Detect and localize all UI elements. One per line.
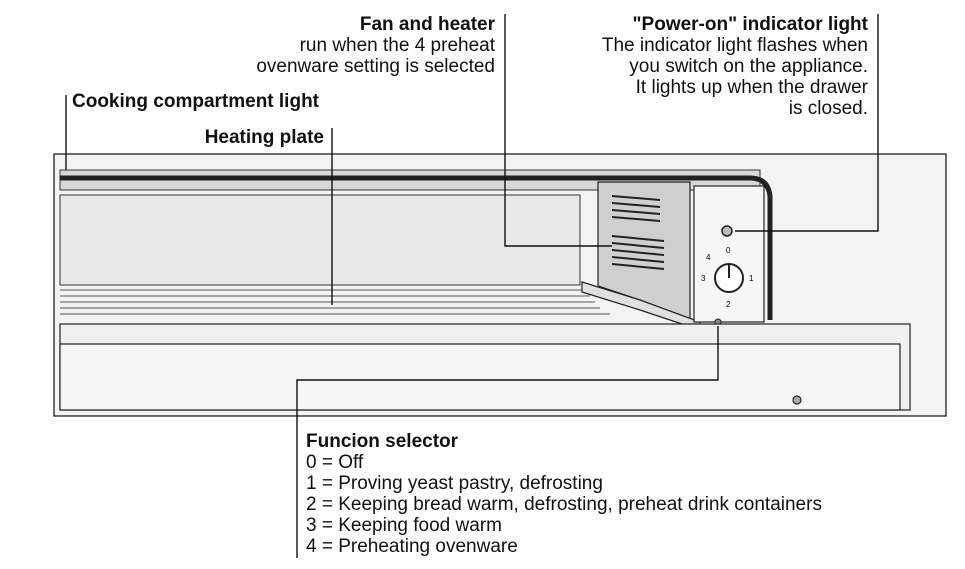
leader-fan-heater	[504, 14, 612, 247]
function-selector-option-4: 4 = Preheating ovenware	[306, 536, 518, 557]
power-on-line-4: is closed.	[788, 98, 868, 119]
fan-heater-callout: Fan and heater run when the 4 preheat ov…	[256, 14, 495, 77]
function-selector-option-2: 2 = Keeping bread warm, defrosting, preh…	[306, 494, 822, 515]
compartment-light-title: Cooking compartment light	[72, 91, 319, 112]
fan-grille-icon	[611, 195, 665, 270]
dial-mark-2: 2	[726, 300, 731, 309]
compartment-light-callout: Cooking compartment light	[72, 91, 319, 112]
heating-plate-title: Heating plate	[204, 127, 324, 148]
leader-lines	[65, 14, 879, 558]
drawer-screw	[792, 395, 802, 405]
dial-mark-0: 0	[726, 246, 731, 255]
drawer-front-inner	[59, 343, 901, 411]
fan-heater-title: Fan and heater	[359, 14, 495, 35]
power-on-callout: "Power-on" indicator light The indicator…	[602, 14, 868, 119]
heating-plate-stripes	[60, 289, 610, 315]
leader-function-selector	[296, 326, 719, 558]
function-selector-option-3: 3 = Keeping food warm	[306, 515, 502, 536]
function-selector-option-1: 1 = Proving yeast pastry, defrosting	[306, 473, 603, 494]
function-selector-title: Funcion selector	[306, 431, 459, 452]
leader-power-on	[735, 14, 879, 232]
top-rail	[60, 175, 773, 320]
power-on-title: "Power-on" indicator light	[632, 14, 868, 35]
control-panel	[693, 185, 765, 323]
function-selector-callout: Funcion selector 0 = Off 1 = Proving yea…	[306, 431, 822, 557]
fan-heater-line-1: run when the 4 preheat	[299, 35, 495, 56]
power-on-indicator-light	[721, 225, 733, 237]
function-selector-option-0: 0 = Off	[306, 452, 364, 473]
interior-panel	[59, 194, 581, 286]
power-on-line-2: you switch on the appliance.	[629, 56, 868, 77]
power-on-line-3: It lights up when the drawer	[635, 77, 868, 98]
heating-plate-callout: Heating plate	[205, 127, 324, 148]
power-on-line-1: The indicator light flashes when	[601, 35, 868, 56]
dial-mark-4: 4	[706, 253, 711, 262]
dial-mark-3: 3	[701, 274, 706, 283]
fan-heater-line-2: ovenware setting is selected	[256, 56, 495, 77]
dial-mark-1: 1	[749, 274, 754, 283]
